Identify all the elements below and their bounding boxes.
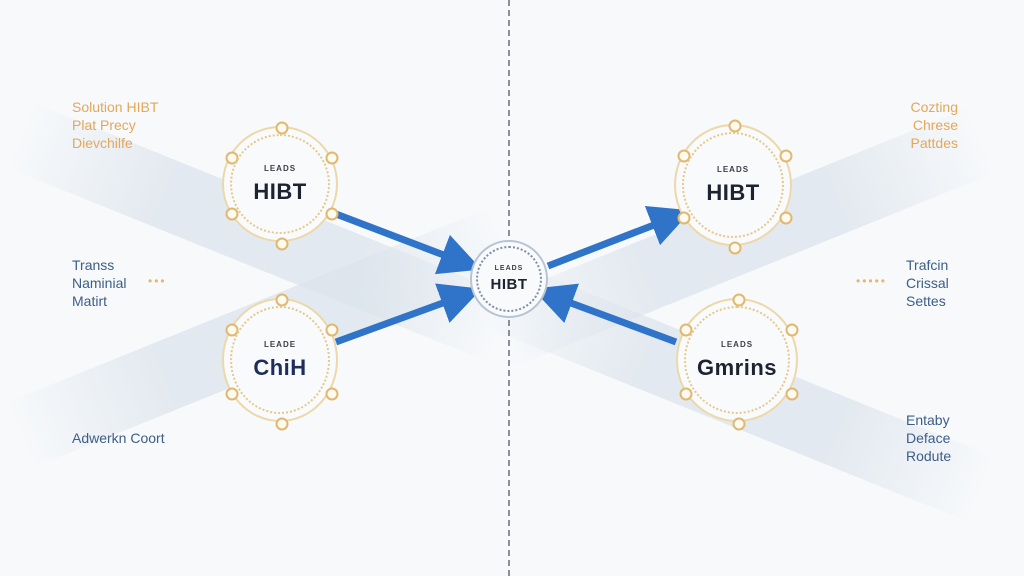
label-bottom-left: Adwerkn Coort: [72, 429, 165, 447]
connector-knob: [275, 293, 289, 307]
dotted-connector-icon: •••••: [856, 274, 888, 288]
label-line: Deface: [906, 430, 951, 446]
connector-knob: [325, 151, 339, 165]
label-line: Entaby: [906, 412, 950, 428]
connector-knob: [732, 417, 746, 431]
label-mid-left: Transs Naminial Matirt: [72, 256, 126, 310]
arrow-center-to-top-right: [546, 205, 692, 270]
label-line: Settes: [906, 293, 946, 309]
label-top-left: Solution HIBT Plat Precy Dievchilfe: [72, 98, 158, 152]
connector-knob: [779, 149, 793, 163]
node-title: HIBT: [253, 178, 307, 204]
node-caption: LEADE: [263, 339, 297, 349]
connector-knob: [679, 323, 693, 337]
connector-knob: [325, 387, 339, 401]
arrow-top-left-to-center: [334, 210, 482, 275]
node-top-right[interactable]: LEADS HIBT: [674, 119, 793, 255]
connector-knob: [779, 211, 793, 225]
label-line: Naminial: [72, 275, 127, 291]
node-bottom-right[interactable]: LEADS Gmrins: [676, 293, 799, 431]
label-line: Pattdes: [910, 135, 958, 151]
label-line: Solution HIBT: [72, 99, 159, 115]
label-line: Rodute: [906, 448, 952, 464]
node-caption: LEADS: [720, 339, 754, 349]
label-line: Adwerkn Coort: [72, 430, 165, 446]
node-title: HIBT: [706, 179, 760, 205]
connector-knob: [728, 241, 742, 255]
node-caption: LEADS: [494, 265, 524, 272]
connector-knob: [275, 121, 289, 135]
connector-knob: [225, 387, 239, 401]
connector-knob: [732, 293, 746, 307]
connector-knob: [325, 207, 339, 221]
connector-knob: [275, 237, 289, 251]
arrow-bottom-left-to-center: [334, 283, 482, 346]
connector-knob: [225, 151, 239, 165]
connector-knob: [677, 149, 691, 163]
label-line: Cozting: [910, 99, 958, 115]
label-line: Dievchilfe: [72, 135, 133, 151]
label-line: Trafcin: [906, 257, 949, 273]
connector-knob: [785, 323, 799, 337]
connector-knob: [785, 387, 799, 401]
connector-knob: [728, 119, 742, 133]
connector-knob: [325, 323, 339, 337]
node-caption: LEADS: [716, 164, 750, 174]
node-bottom-left[interactable]: LEADE ChiH: [222, 293, 339, 431]
label-mid-right: Trafcin Crissal Settes: [906, 256, 949, 310]
node-title: Gmrins: [696, 354, 778, 380]
node-title: HIBT: [490, 276, 528, 293]
connector-knob: [225, 323, 239, 337]
label-line: Chrese: [912, 117, 958, 133]
node-title: ChiH: [253, 354, 307, 380]
connector-knob: [677, 211, 691, 225]
label-line: Crissal: [906, 275, 949, 291]
connector-knob: [679, 387, 693, 401]
node-caption: LEADS: [263, 163, 297, 173]
connector-knob: [275, 417, 289, 431]
label-line: Matirt: [72, 293, 107, 309]
label-bottom-right: Entaby Deface Rodute: [906, 411, 951, 465]
node-top-left[interactable]: LEADS HIBT: [222, 121, 339, 251]
label-line: Plat Precy: [72, 117, 136, 133]
node-center[interactable]: LEADS HIBT: [470, 240, 548, 318]
label-line: Transs: [72, 257, 115, 273]
label-top-right: Cozting Chrese Pattdes: [911, 98, 958, 152]
arrow-bottom-right-to-center: [532, 283, 678, 346]
dotted-connector-icon: •••: [148, 274, 167, 288]
connector-knob: [225, 207, 239, 221]
